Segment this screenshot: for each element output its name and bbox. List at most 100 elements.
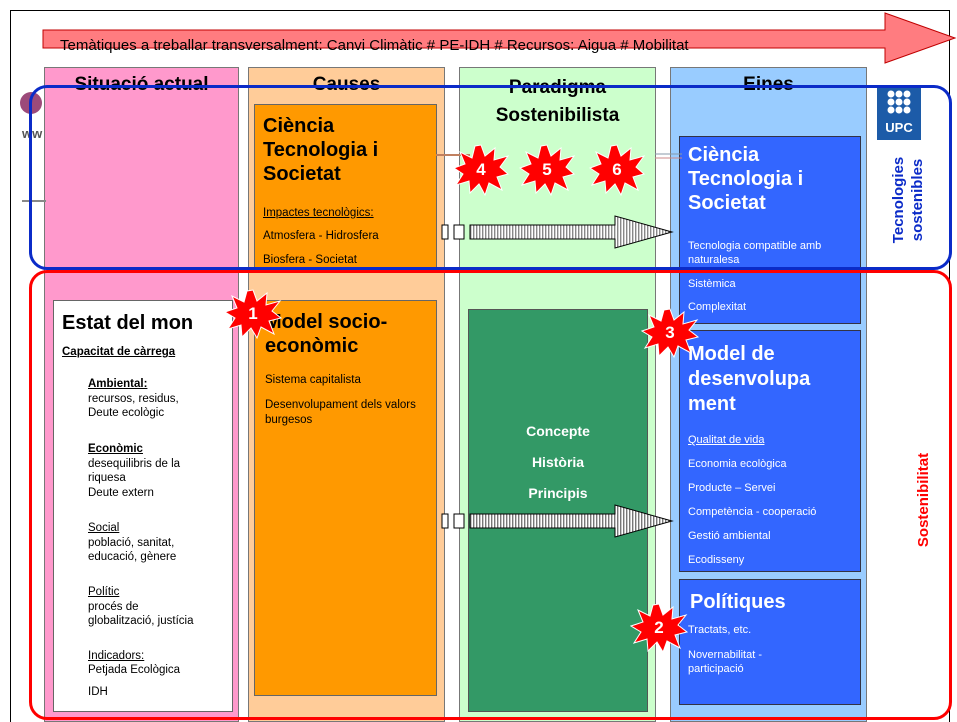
eines-model-box	[679, 330, 861, 572]
causes-cts-title-2: Tecnologia i	[263, 139, 379, 161]
causes-model-item-2: Desenvolupament dels valors burgesos	[265, 399, 416, 426]
column-title-eines: Eines	[743, 74, 794, 95]
upc-logo-dots	[887, 90, 911, 114]
eines-politiques-title: Polítiques	[690, 591, 786, 613]
eines-model-item-3: Competència - cooperació	[688, 506, 817, 518]
eines-model-title-1: Model de	[688, 343, 775, 365]
estat-group-social: Social població, sanitat, educació, gène…	[88, 521, 176, 565]
label-tecnologies-sostenibles: Tecnologies sostenibles	[889, 135, 935, 265]
eines-model-item-5: Ecodisseny	[688, 554, 745, 566]
causes-cts-subtitle: Impactes tecnològics:	[263, 207, 374, 219]
logo-partial-text: ww	[22, 126, 43, 141]
eines-model-title: Model de desenvolupa ment	[688, 342, 810, 417]
causes-model-title-2: econòmic	[265, 335, 359, 357]
estat-title: Estat del mon	[62, 312, 194, 334]
estat-indicadors-head: Indicadors:	[88, 650, 145, 662]
eines-model-item-1: Economia ecològica	[688, 458, 787, 470]
causes-cts-item-1: Atmosfera - Hidrosfera	[263, 230, 379, 242]
estat-economic-line-2: riquesa	[88, 472, 126, 484]
burst-5-shape	[518, 144, 576, 197]
burst-5-label: 5	[542, 160, 552, 179]
label-tecnologies-line-2: sostenibles	[909, 158, 926, 242]
thematics-banner: Temàtiques a treballar transversalment: …	[60, 37, 689, 54]
sostenibilitat-frame	[29, 270, 952, 720]
upc-logo: UPC	[877, 86, 921, 140]
burst-4-shape	[452, 144, 510, 197]
causes-model-title-1: Model socio-	[265, 311, 388, 333]
eines-cts-item-1: Tecnologia compatible amb naturalesa	[688, 240, 822, 266]
estat-group-ambiental: Ambiental: recursos, residus, Deute ecol…	[88, 377, 179, 421]
eines-model-item-2: Producte – Servei	[688, 482, 776, 494]
paradigma-list: Concepte Història Principis	[468, 416, 648, 509]
estat-indicadors-line-1: Petjada Ecològica	[88, 664, 181, 676]
paradigma-line-2: Sostenibilista	[495, 105, 620, 126]
paradigma-item-concepte: Concepte	[526, 423, 590, 439]
causes-cts-title-3: Societat	[263, 163, 341, 185]
burst-1-shape	[223, 289, 283, 340]
estat-group-economic: Econòmic desequilibris de la riquesa Deu…	[88, 442, 180, 500]
eines-cts-box	[679, 136, 861, 324]
paradigma-item-principis: Principis	[528, 485, 588, 501]
estat-box	[53, 300, 233, 712]
column-title-causes: Causes	[312, 74, 381, 95]
eines-model-item-4: Gestió ambiental	[688, 530, 771, 542]
burst-3-shape	[640, 308, 700, 359]
burst-1-label: 1	[248, 304, 258, 323]
estat-ambiental-line-1: recursos, residus,	[88, 392, 179, 405]
estat-economic-head: Econòmic	[88, 443, 143, 455]
estat-social-line-1: població, sanitat,	[88, 536, 175, 549]
estat-indicadors-line-2: IDH	[88, 686, 108, 698]
paradigma-item-historia: Història	[531, 454, 585, 470]
burst-3: 3	[640, 308, 700, 359]
tecnologies-frame	[29, 85, 952, 270]
estat-group-indicadors: Indicadors: Petjada Ecològica IDH	[88, 649, 180, 699]
estat-economic-line-3: Deute extern	[88, 486, 154, 499]
estat-social-line-2: educació, gènere	[88, 551, 177, 563]
estat-politic-line-2: globalització, justícia	[88, 615, 194, 627]
burst-3-label: 3	[665, 323, 675, 342]
estat-social-head: Social	[88, 522, 120, 534]
causes-cts-item-2: Biosfera - Societat	[263, 254, 357, 266]
causes-model-title: Model socio- econòmic	[265, 310, 387, 358]
burst-6: 6	[588, 144, 646, 197]
estat-politic-head: Polític	[88, 586, 120, 598]
upc-logo-text: UPC	[885, 120, 913, 135]
label-sostenibilitat: Sostenibilitat	[915, 452, 932, 548]
eines-cts-title: Ciència Tecnologia i Societat	[688, 143, 803, 215]
estat-ambiental-line-2: Deute ecològic	[88, 407, 165, 419]
causes-cts-title: Ciència Tecnologia i Societat	[263, 114, 378, 186]
burst-4: 4	[452, 144, 510, 197]
eines-politiques-item-1: Tractats, etc.	[688, 624, 752, 636]
estat-politic-line-1: procés de	[88, 600, 139, 613]
arrow-cts	[441, 215, 674, 249]
arrow-model	[441, 504, 674, 538]
eines-cts-item-2: Sistèmica	[688, 278, 736, 290]
estat-economic-line-1: desequilibris de la	[88, 457, 181, 470]
column-title-situacio: Situació actual	[74, 74, 209, 95]
eines-cts-title-1: Ciència	[688, 144, 760, 166]
eines-model-title-2: desenvolupa	[688, 368, 811, 390]
eines-cts-title-2: Tecnologia i	[688, 168, 804, 190]
eines-model-subtitle: Qualitat de vida	[688, 434, 765, 446]
logo-line	[22, 200, 46, 202]
burst-6-shape	[588, 144, 646, 197]
estat-capacitat: Capacitat de càrrega	[62, 346, 176, 358]
eines-politiques-box	[679, 579, 861, 705]
causes-model-item-1: Sistema capitalista	[265, 374, 361, 386]
thematics-arrow	[42, 12, 957, 64]
burst-4-label: 4	[476, 160, 486, 179]
burst-2-label: 2	[654, 618, 664, 637]
causes-model-box	[254, 300, 437, 696]
estat-ambiental-head: Ambiental:	[88, 378, 148, 390]
label-tecnologies-line-1: Tecnologies	[890, 156, 907, 244]
burst-6-label: 6	[612, 160, 622, 179]
burst-1: 1	[223, 289, 283, 340]
eines-model-title-3: ment	[688, 393, 736, 415]
estat-group-politic: Polític procés de globalització, justíci…	[88, 585, 193, 629]
causes-cts-title-1: Ciència	[263, 115, 335, 137]
eines-politiques-item-2: Novernabilitat - participació	[688, 649, 762, 675]
burst-2: 2	[629, 603, 689, 654]
causes-cts-box	[254, 104, 437, 269]
burst-2-shape	[629, 603, 689, 654]
eines-cts-item-3: Complexitat	[688, 301, 747, 313]
